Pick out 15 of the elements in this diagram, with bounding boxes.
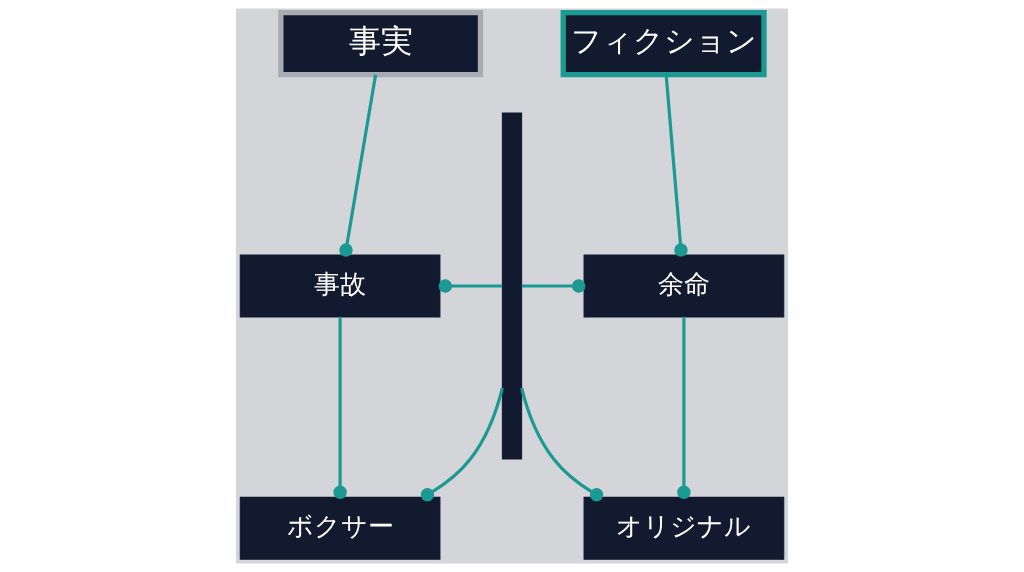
connector [664, 74, 688, 257]
connector [339, 74, 378, 257]
node-box: フィクション [560, 10, 767, 78]
node-box: 事故 [239, 254, 441, 318]
node-box: ボクサー [239, 496, 441, 560]
node-box: オリジナル [583, 496, 785, 560]
connector [333, 317, 347, 499]
node-box: 余命 [583, 254, 785, 318]
connector [438, 279, 503, 293]
connector [677, 317, 691, 499]
node-box: 事実 [278, 10, 484, 78]
connector [520, 387, 604, 502]
node-bar [501, 112, 523, 460]
connector [420, 387, 504, 502]
connector [521, 279, 586, 293]
